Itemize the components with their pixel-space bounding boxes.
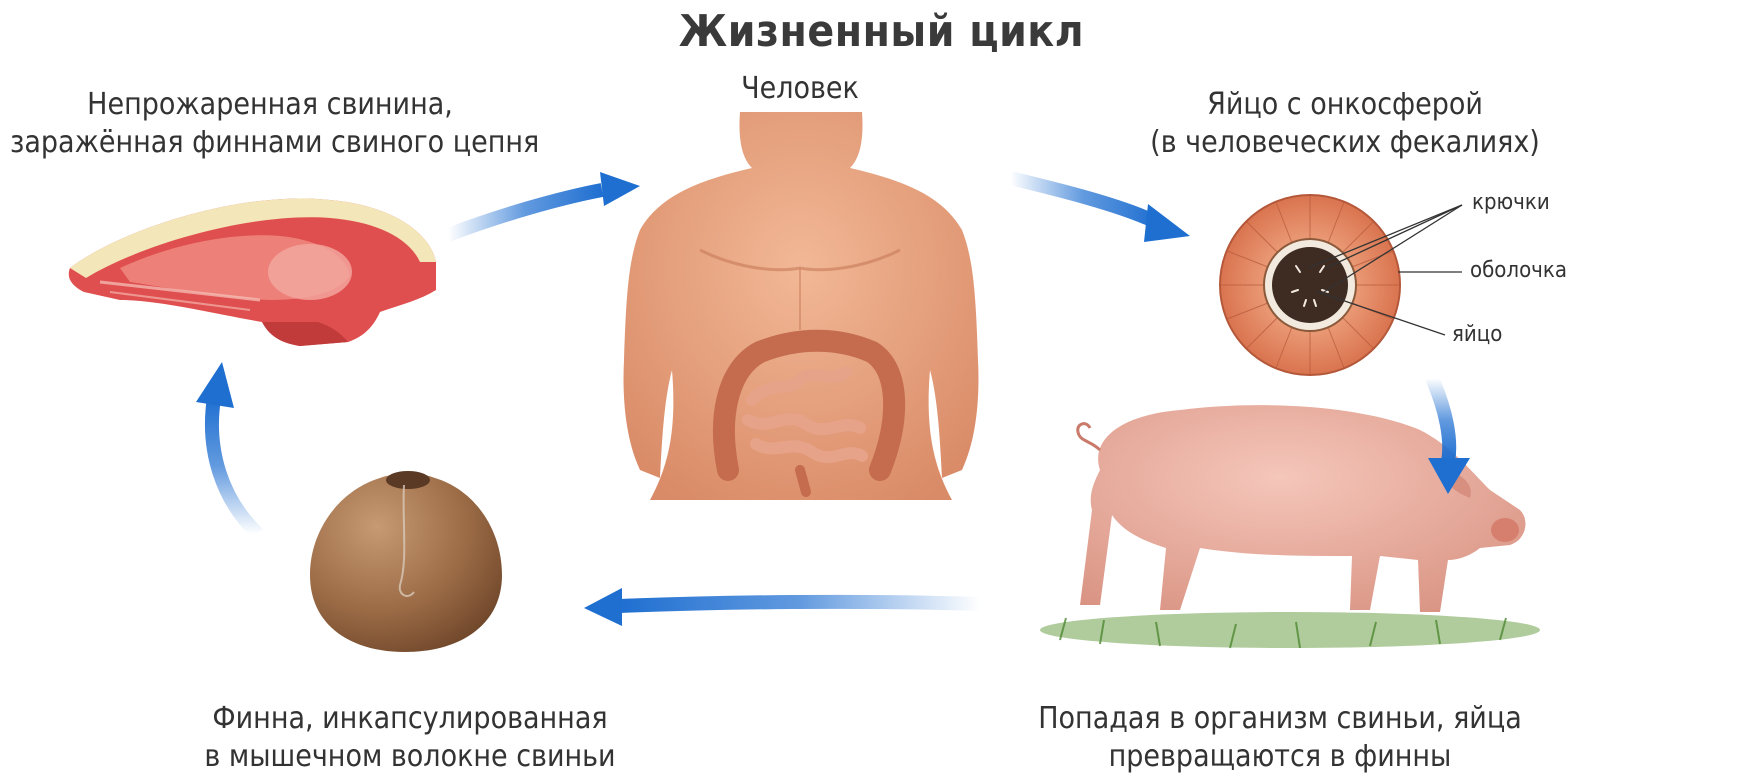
- pork-label-line1: Непрожаренная свинина,: [10, 86, 530, 124]
- arrow-pig-to-cyst: [584, 588, 980, 626]
- pork-label: Непрожаренная свинина, заражённая финнам…: [10, 86, 530, 162]
- egg-label-line1: Яйцо с онкосферой: [1130, 86, 1560, 124]
- arrow-pork-to-human: [448, 172, 640, 235]
- cyst-label-line2: в мышечном волокне свиньи: [180, 738, 640, 776]
- cyst-label: Финна, инкапсулированная в мышечном воло…: [180, 700, 640, 776]
- pig-illustration: [1040, 405, 1540, 648]
- cyst-label-line1: Финна, инкапсулированная: [180, 700, 640, 738]
- callout-egg: яйцо: [1452, 322, 1502, 347]
- egg-label: Яйцо с онкосферой (в человеческих фекали…: [1130, 86, 1560, 162]
- pig-label-line2: превращаются в финны: [1000, 738, 1560, 776]
- diagram-title: Жизненный цикл: [0, 6, 1763, 57]
- pig-label: Попадая в организм свиньи, яйца превраща…: [1000, 700, 1560, 776]
- human-label: Человек: [700, 70, 900, 108]
- pork-meat-illustration: [69, 198, 436, 346]
- pig-label-line1: Попадая в организм свиньи, яйца: [1000, 700, 1560, 738]
- arrow-cyst-to-pork: [196, 362, 258, 534]
- pork-label-line2: заражённая финнами свиного цепня: [10, 124, 530, 162]
- human-torso-illustration: [624, 112, 979, 500]
- callout-hooks: крючки: [1472, 190, 1550, 215]
- egg-label-line2: (в человеческих фекалиях): [1130, 124, 1560, 162]
- cyst-illustration: [310, 471, 502, 652]
- oncosphere-egg-illustration: [1220, 195, 1462, 375]
- arrow-human-to-egg: [1010, 178, 1190, 242]
- callout-shell: оболочка: [1470, 258, 1567, 283]
